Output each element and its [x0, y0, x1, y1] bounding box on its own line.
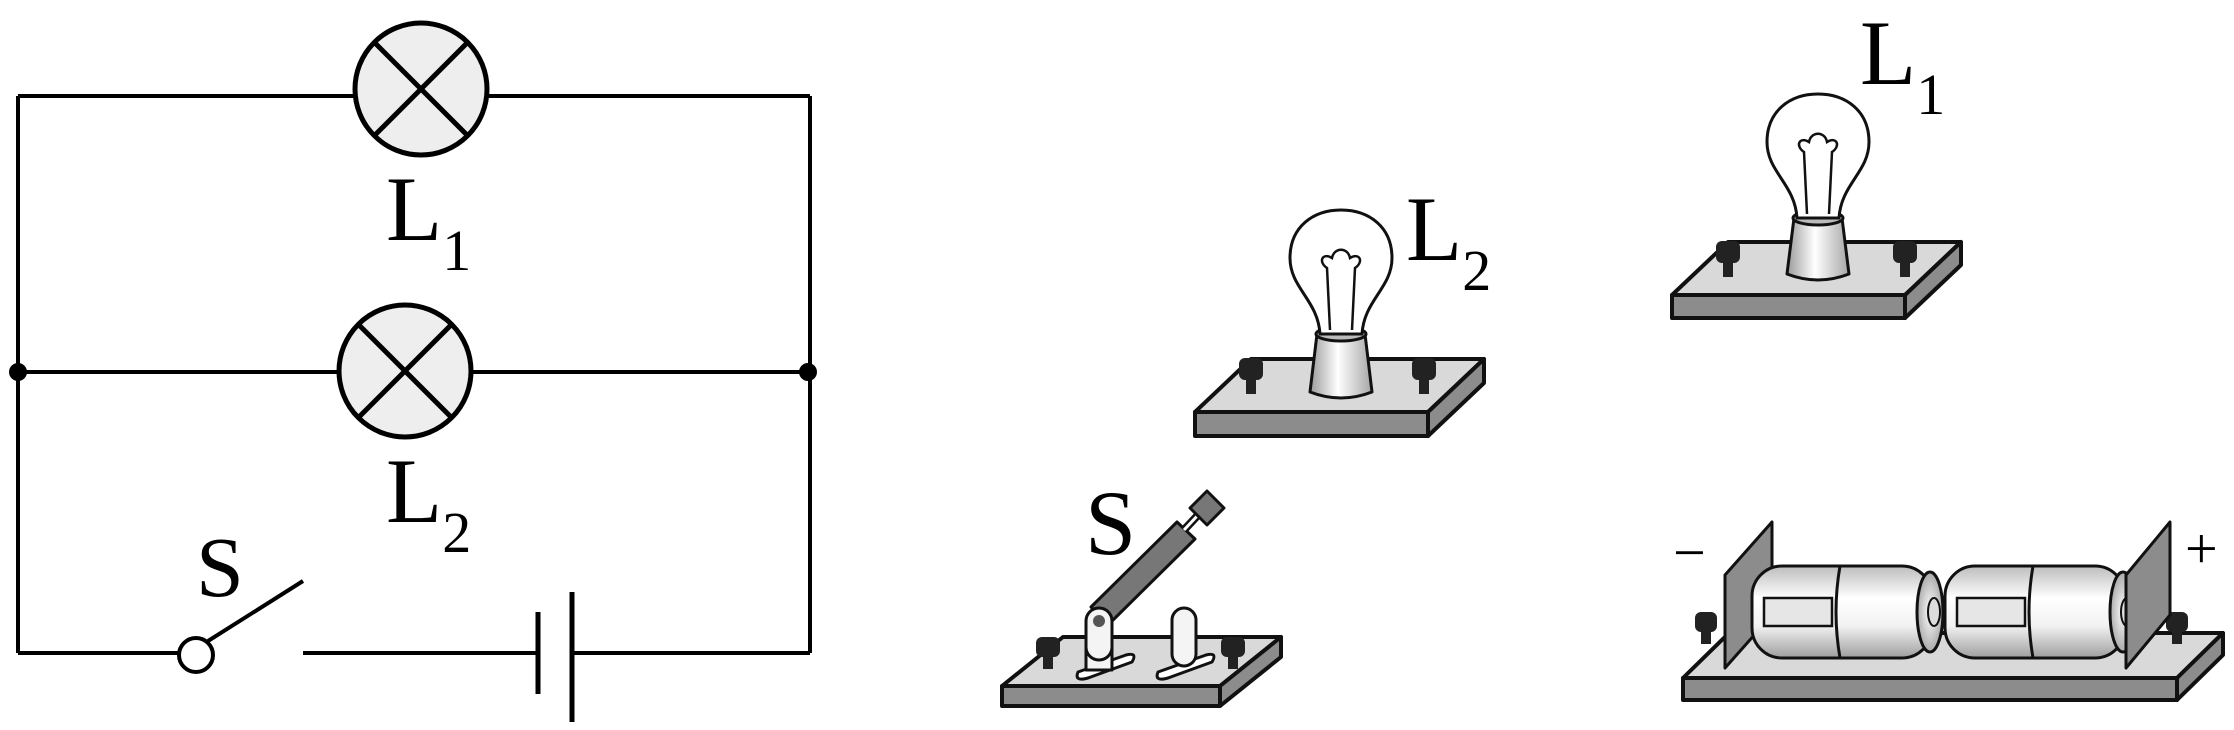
apparatus-switch: S: [1000, 472, 1283, 708]
switch-handle-knob: [1188, 489, 1226, 527]
apparatus-bulb-l1: L1: [1670, 2, 1963, 320]
terminal-switch-left: [1036, 637, 1060, 669]
lightbulb-l2-icon: [1288, 208, 1394, 400]
label-l1: L1: [386, 158, 471, 283]
apparatus-battery: − +: [1673, 516, 2225, 702]
terminal-l1-right: [1893, 241, 1917, 277]
label-switch-s: S: [1085, 472, 1136, 574]
apparatus-bulb-l2: L2: [1193, 178, 1491, 438]
label-l2: L2: [386, 440, 471, 565]
switch-hinge-top: [1084, 606, 1114, 662]
lightbulb-l1-icon: [1765, 92, 1871, 282]
switch-clip: [1170, 606, 1198, 668]
battery-cell-2: [1943, 564, 2138, 660]
terminal-l1-left: [1716, 241, 1740, 277]
circuit-schematic: L1 L2 S: [9, 20, 817, 722]
label-bulb-l1: L1: [1860, 2, 1945, 127]
lamp-l2-symbol: [336, 302, 474, 440]
battery-cell-1: [1750, 564, 1945, 660]
junction-left: [9, 363, 27, 381]
battery-symbol: [535, 592, 575, 722]
terminal-switch-right: [1221, 637, 1245, 669]
label-battery-minus: −: [1673, 520, 1706, 585]
switch-symbol: [177, 579, 305, 674]
label-bulb-l2: L2: [1406, 178, 1491, 303]
battery-end-plate-right: [2124, 520, 2172, 670]
terminal-l2-right: [1412, 358, 1436, 394]
label-battery-plus: +: [2185, 516, 2218, 581]
label-s: S: [196, 519, 244, 615]
terminal-battery-right: [2166, 612, 2188, 644]
junction-right: [799, 363, 817, 381]
lamp-l1-symbol: [352, 20, 490, 158]
board-switch: [1000, 635, 1283, 708]
terminal-l2-left: [1239, 358, 1263, 394]
terminal-battery-left: [1695, 612, 1717, 644]
